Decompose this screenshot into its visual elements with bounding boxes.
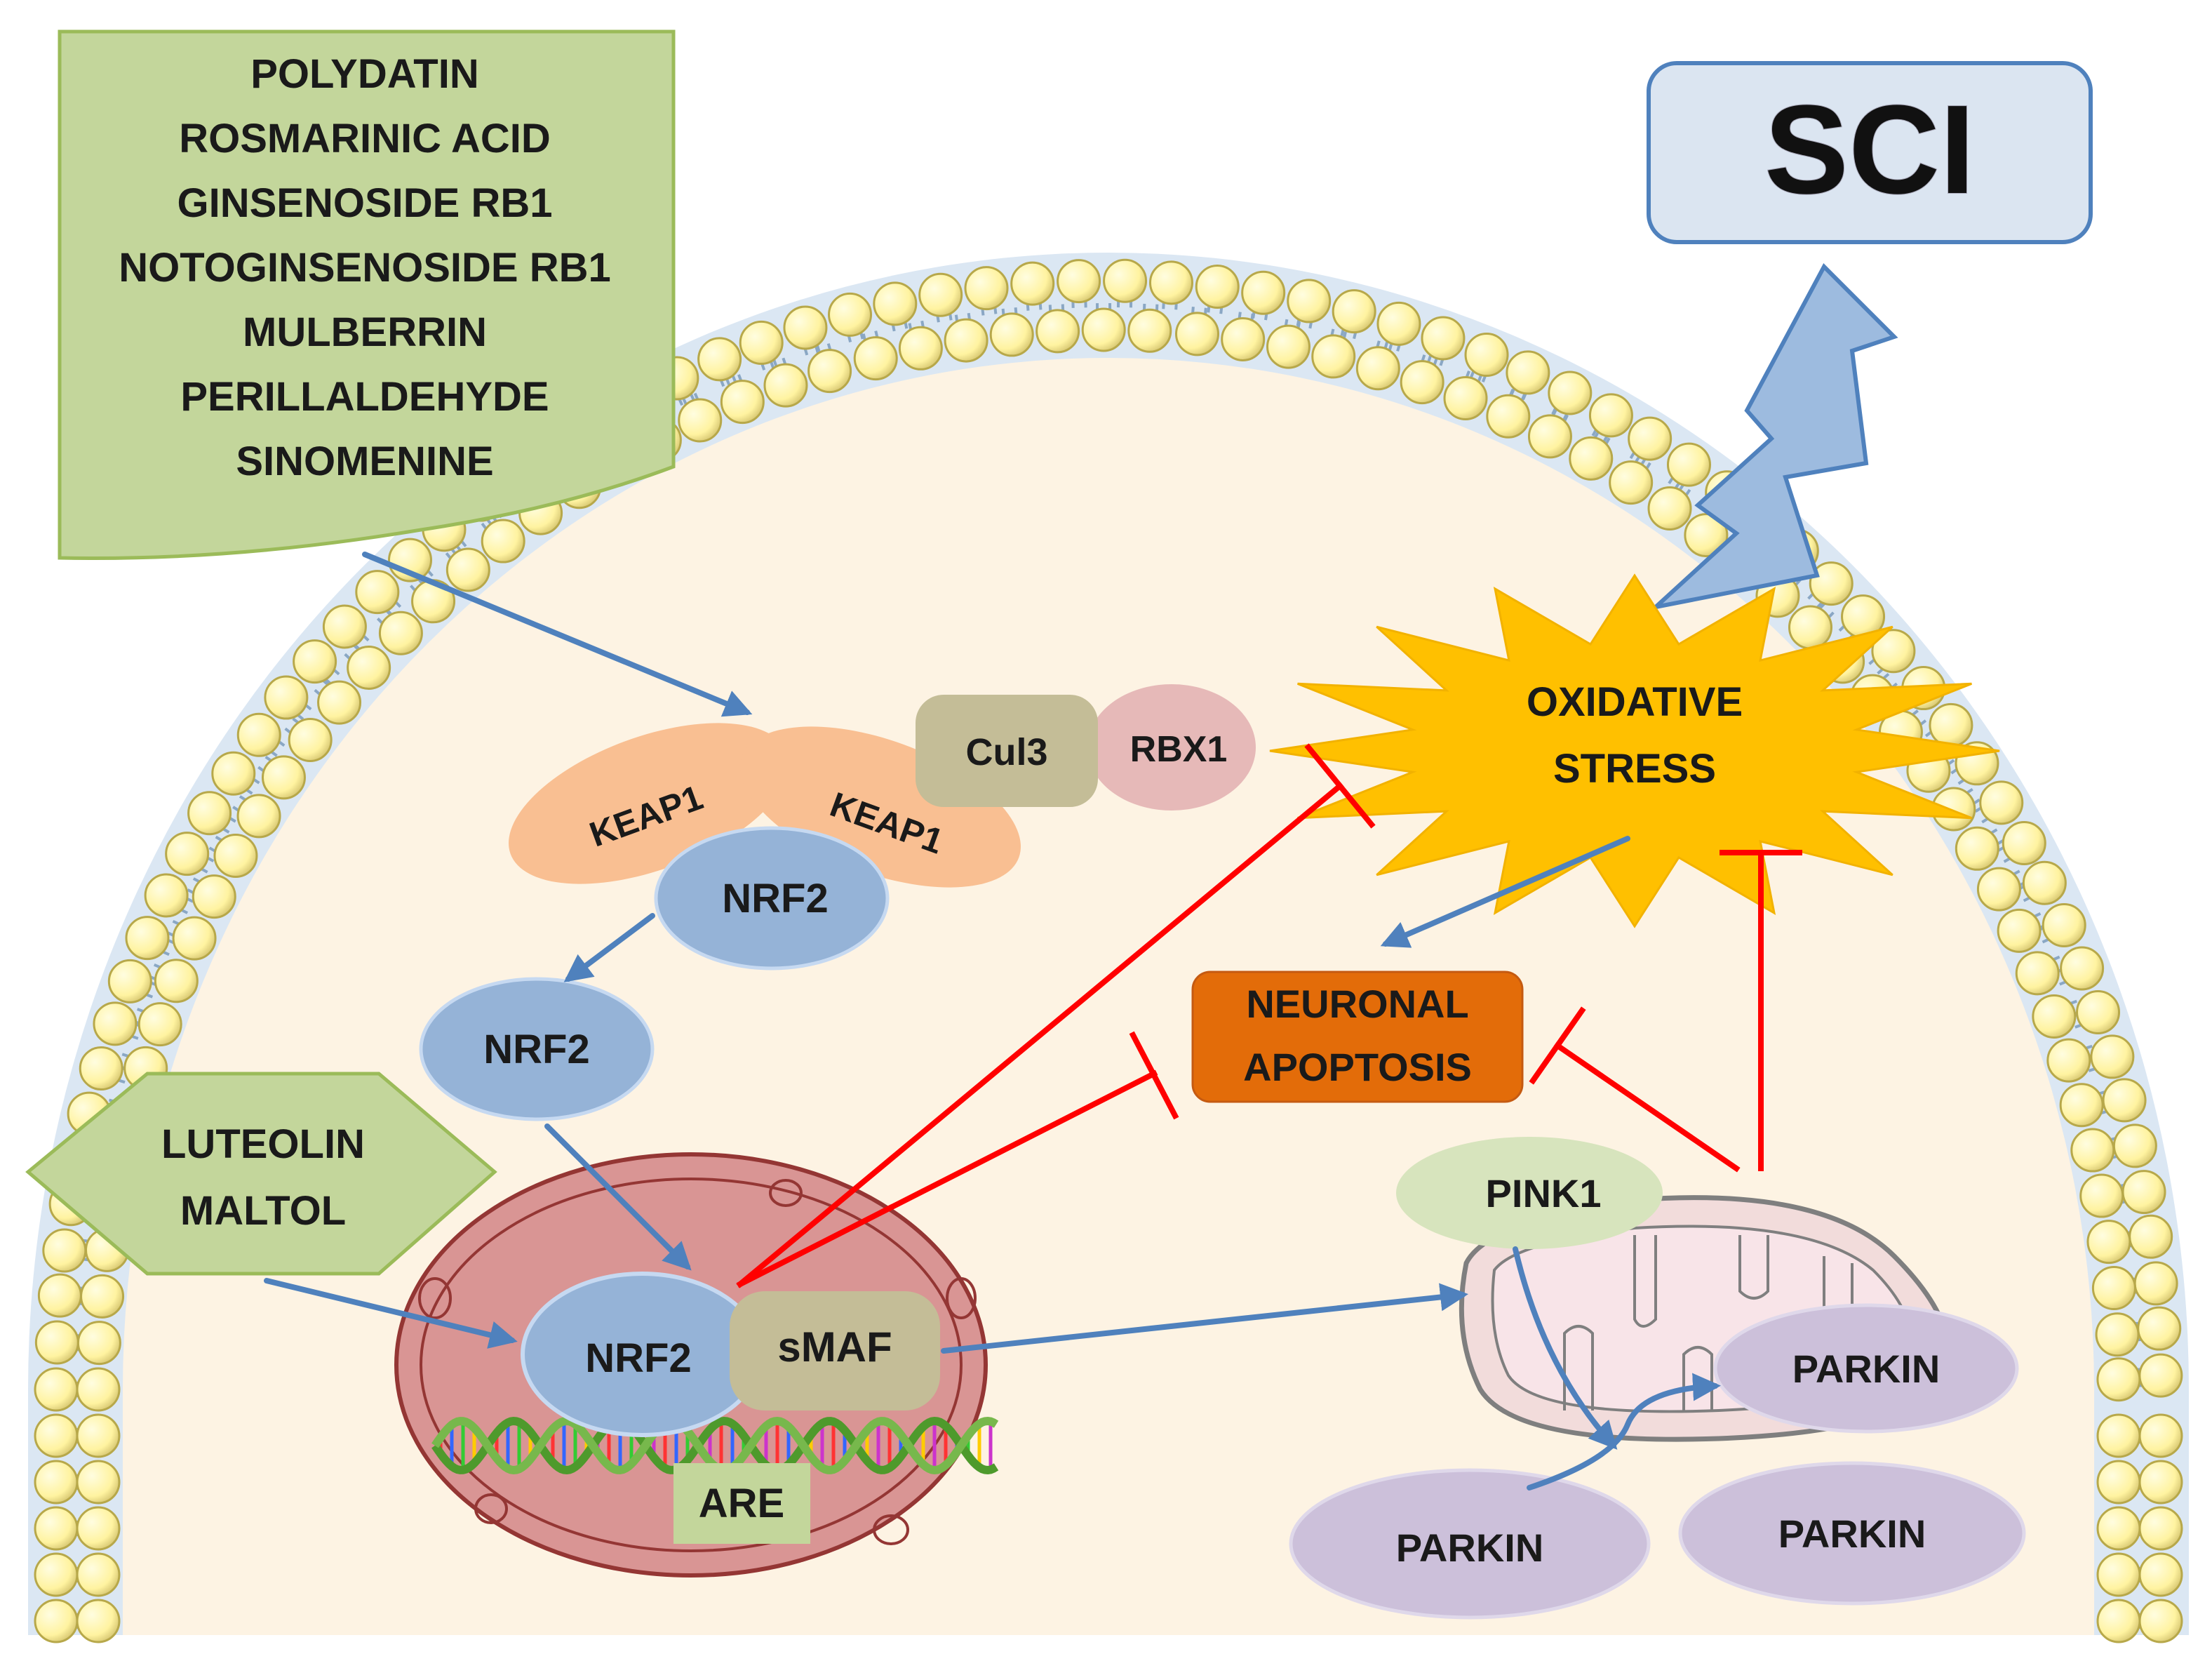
compound-list: POLYDATIN ROSMARINIC ACID GINSENOSIDE RB1N… [119, 51, 611, 484]
parkin-1: PARKIN [1713, 1303, 2019, 1434]
compound-luteolin: LUTEOLIN [161, 1121, 365, 1167]
nucleus: ARE NRF2 sMAF [394, 1152, 999, 1578]
compound-ginsenoside-rb1: GINSENOSIDE RB1 [177, 180, 553, 226]
arrow-nrf2-to-nucleus [544, 1123, 692, 1271]
oxidative-stress-line2: STRESS [1553, 746, 1716, 792]
compound-hexagon-side: LUTEOLIN MALTOL [25, 1072, 497, 1276]
sci-label: SCI [1764, 79, 1975, 220]
rbx1-shape [1087, 684, 1256, 811]
neuronal-apoptosis-line2: APOPTOSIS [1243, 1045, 1472, 1089]
inhibit-nrf2-to-stress-bar [1304, 743, 1376, 829]
inhibit-nrf2-to-apoptosis [736, 1069, 1158, 1288]
arrow-smaf-to-mitochondria [941, 1283, 1468, 1354]
sci-lightning-bolt [1649, 263, 1898, 611]
neuronal-apoptosis-line1: NEURONAL [1246, 982, 1468, 1026]
inhibit-nrf2-to-apoptosis-bar [1129, 1031, 1179, 1120]
inhibition-lines [736, 743, 1802, 1288]
are-box [673, 1463, 810, 1544]
arrow-stress-to-apoptosis [1380, 836, 1630, 948]
arrow-hexagon-to-nrf2 [264, 1278, 518, 1349]
rbx1-label: RBX1 [1130, 729, 1228, 770]
parkin-3: PARKIN [1678, 1461, 2026, 1606]
parkin-2-label: PARKIN [1396, 1526, 1544, 1570]
nrf2-bound-shape [654, 826, 890, 971]
compound-mulberrin: MULBERRIN [243, 309, 487, 355]
arrow-nrf2-release [563, 913, 655, 982]
inhibit-nrf2-to-stress [736, 782, 1344, 1288]
pink1-label: PINK1 [1486, 1171, 1602, 1215]
smaf-shape [730, 1291, 940, 1410]
arrow-parkin-translocation [1527, 1373, 1721, 1490]
activation-arrows [264, 552, 1721, 1490]
compound-perillaldehyde: PERILLALDEHYDE [180, 374, 549, 420]
neuronal-apoptosis-box: NEURONAL APOPTOSIS [1191, 971, 1524, 1103]
pink1: PINK1 [1396, 1137, 1663, 1249]
compound-notoginsenoside-rb1: NOTOGINSENOSIDE RB1 [119, 245, 611, 291]
compound-banner-top: POLYDATIN ROSMARINIC ACID GINSENOSIDE RB1N… [58, 29, 676, 560]
nrf2-nucleus-label: NRF2 [585, 1335, 691, 1381]
keap1-complex: KEAP1 KEAP1 RBX1 Cul3 NRF2 [509, 684, 1256, 971]
arrow-pink1-to-parkin [1513, 1246, 1618, 1450]
parkin-3-label: PARKIN [1778, 1512, 1926, 1556]
cul3-shape [916, 695, 1098, 807]
compound-rosmarinic-acid: ROSMARINIC ACID [179, 116, 551, 161]
parkin-2: PARKIN [1289, 1468, 1651, 1620]
nrf2-free-label: NRF2 [483, 1027, 589, 1072]
compound-sinomenine: SINOMENINE [236, 439, 493, 484]
smaf-label: sMAF [777, 1323, 892, 1370]
nrf2-bound-label: NRF2 [722, 876, 828, 921]
are-label: ARE [699, 1481, 784, 1526]
compound-polydatin: POLYDATIN [250, 51, 479, 97]
cul3-label: Cul3 [965, 731, 1047, 773]
parkin-1-label: PARKIN [1792, 1347, 1940, 1391]
compound-maltol: MALTOL [180, 1188, 346, 1234]
sci-box: SCI [1647, 61, 2093, 244]
arrow-compounds-to-keap1 [362, 552, 753, 717]
oxidative-stress-star: OXIDATIVE STRESS [1269, 573, 2000, 928]
inhibit-mito-to-apoptosis-bar [1529, 1006, 1586, 1085]
oxidative-stress-line1: OXIDATIVE [1527, 679, 1743, 725]
inhibit-mito-to-apoptosis [1553, 1041, 1741, 1173]
nrf2-free: NRF2 [419, 977, 655, 1121]
